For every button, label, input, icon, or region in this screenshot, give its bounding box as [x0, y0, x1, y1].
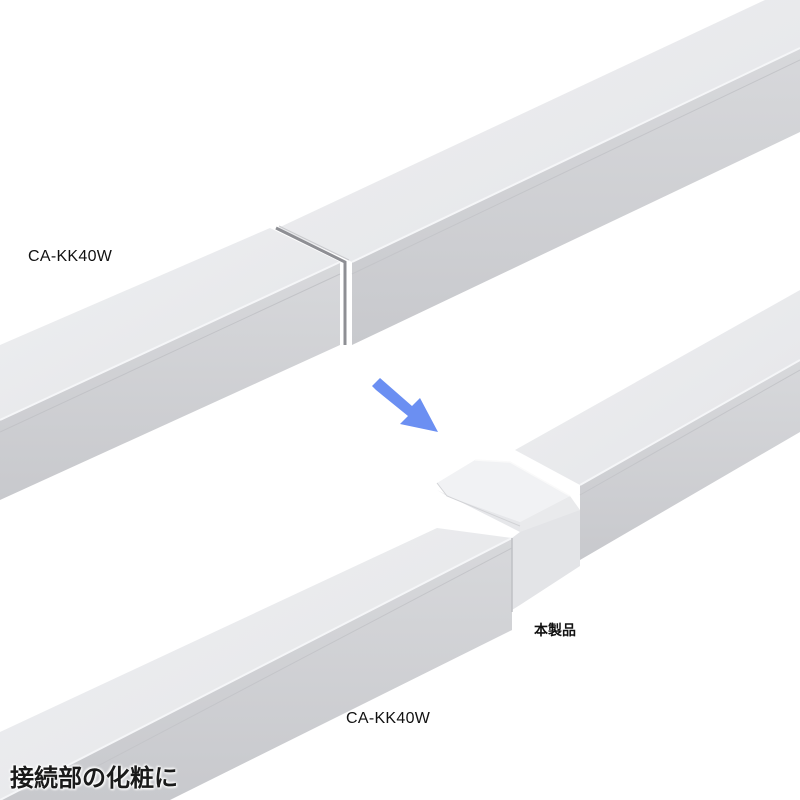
- joint-cover-product: [436, 459, 580, 612]
- top-duct-right-segment: [278, 0, 800, 345]
- top-duct-left-segment: [0, 228, 341, 500]
- product-label: 本製品: [534, 622, 576, 638]
- bottom-duct-model-label: CA-KK40W: [346, 710, 431, 727]
- top-duct-model-label: CA-KK40W: [28, 248, 113, 265]
- bottom-duct-right-segment: [515, 290, 800, 560]
- bottom-duct-left-segment: [0, 528, 513, 800]
- arrow-down-right-icon: [372, 378, 438, 432]
- top-duct-joint-gap: [275, 225, 350, 345]
- caption-title: 接続部の化粧に: [10, 764, 178, 792]
